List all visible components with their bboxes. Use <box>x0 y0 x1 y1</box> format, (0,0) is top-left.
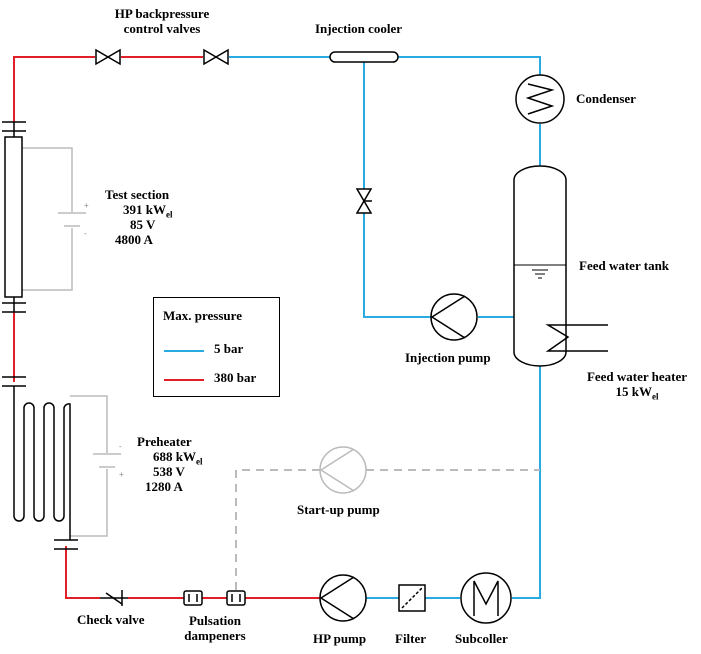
condenser <box>515 74 565 124</box>
svg-text:-: - <box>119 442 122 451</box>
pulsation-dampener-2 <box>226 590 246 606</box>
pipe-cooler-branch <box>363 57 432 318</box>
test-section-current: 4800 A <box>115 232 153 247</box>
legend-title: Max. pressure <box>163 308 242 323</box>
feed-water-heater-coil <box>545 324 608 352</box>
preheater-current: 1280 A <box>145 479 183 494</box>
startup-pump-label: Start-up pump <box>297 502 380 517</box>
filter-label: Filter <box>395 631 427 646</box>
pulsation-dampeners-line-1: Pulsation <box>188 613 241 628</box>
svg-text:-: - <box>84 229 87 238</box>
preheater <box>2 376 78 550</box>
test-section <box>2 121 26 313</box>
feed-water-heater-power-value: 15 kW <box>615 384 652 399</box>
hp-valves-label: HP backpressure control valves <box>102 6 222 36</box>
test-section-power-sub: el <box>165 209 173 220</box>
svg-text:+: + <box>84 201 89 210</box>
feed-water-heater-label: Feed water heater 15 kWel <box>578 369 696 402</box>
high-pressure-piping <box>13 56 322 599</box>
pulsation-dampeners-line-2: dampeners <box>184 628 246 643</box>
startup-pump <box>319 446 367 494</box>
test-section-power-value: 391 kW <box>123 202 166 217</box>
pipe-valves-to-test-section <box>13 56 95 122</box>
hp-backpressure-valve-2 <box>203 48 229 66</box>
test-section-power: 391 kWel <box>105 202 195 220</box>
injection-valve <box>355 188 373 214</box>
test-section-label: Test section 391 kWel 85 V 4800 A <box>105 187 195 247</box>
preheater-wire-bottom <box>70 469 108 537</box>
preheater-label: Preheater 688 kWel 538 V 1280 A <box>137 434 227 494</box>
hp-pump-label: HP pump <box>313 631 367 646</box>
pressure-legend: Max. pressure 5 bar 380 bar <box>153 297 280 397</box>
hp-backpressure-valve-1 <box>95 48 121 66</box>
test-section-wire-bottom <box>22 228 73 291</box>
hp-pump <box>319 574 367 622</box>
electrical-wiring <box>22 147 121 537</box>
preheater-power-sub: el <box>195 456 203 467</box>
subcooler-label: Subcoller <box>455 631 508 646</box>
injection-cooler-label: Injection cooler <box>315 21 403 36</box>
test-section-title: Test section <box>105 187 170 202</box>
preheater-voltage: 538 V <box>153 464 185 479</box>
legend-swatch-high <box>164 379 204 381</box>
legend-label-low: 5 bar <box>214 341 244 356</box>
filter <box>398 584 426 612</box>
startup-line <box>235 469 540 590</box>
pipe-tank-to-subcooler <box>512 366 541 599</box>
pulsation-dampener-1 <box>183 590 203 606</box>
injection-cooler <box>329 51 399 63</box>
preheater-power: 688 kWel <box>137 449 227 467</box>
startup-pipe-left <box>235 469 320 590</box>
hp-valves-label-line-1: HP backpressure <box>114 6 210 21</box>
injection-pump <box>430 293 478 341</box>
preheater-power-value: 688 kW <box>153 449 196 464</box>
test-section-wire-top <box>22 147 73 212</box>
legend-swatch-low <box>164 350 204 352</box>
feed-water-heater-power-sub: el <box>651 391 659 402</box>
check-valve-label: Check valve <box>77 612 145 627</box>
check-valve <box>100 590 128 606</box>
subcooler <box>460 572 512 624</box>
feed-water-heater-power: 15 kWel <box>578 384 696 402</box>
hp-valves-label-line-2: control valves <box>123 21 201 36</box>
preheater-title: Preheater <box>137 434 192 449</box>
condenser-label: Condenser <box>576 91 636 106</box>
pipe-preheater-outlet <box>65 546 100 599</box>
svg-text:+: + <box>119 470 124 479</box>
preheater-wire-top <box>70 395 108 453</box>
battery-polarity-marks: + - - + <box>84 201 124 479</box>
injection-pump-label: Injection pump <box>405 350 491 365</box>
pulsation-dampeners-label: Pulsation dampeners <box>165 613 265 643</box>
legend-label-high: 380 bar <box>214 370 257 385</box>
test-section-voltage: 85 V <box>130 217 156 232</box>
feed-water-tank-label: Feed water tank <box>579 258 670 273</box>
feed-water-tank <box>513 165 567 367</box>
feed-water-heater-title: Feed water heater <box>586 369 688 384</box>
